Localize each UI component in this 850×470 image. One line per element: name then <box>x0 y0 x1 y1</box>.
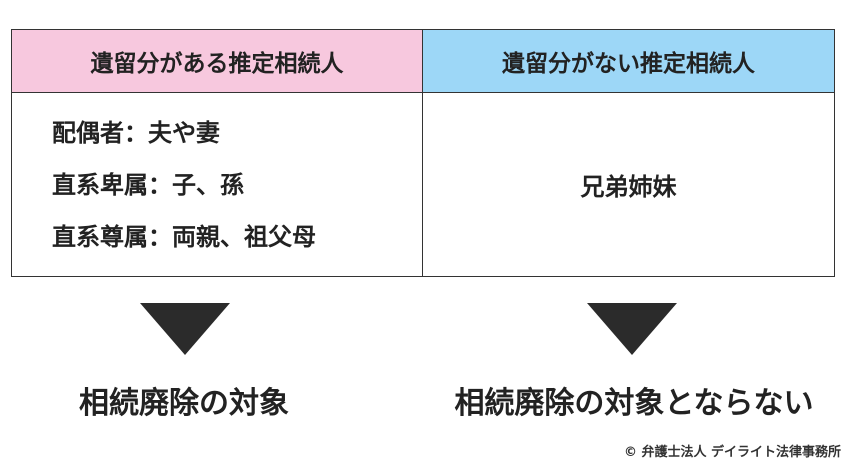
header-with-reserved-portion: 遺留分がある推定相続人 <box>12 30 423 93</box>
header-without-reserved-portion: 遺留分がない推定相続人 <box>423 30 834 93</box>
heir-spouse: 配偶者：夫や妻 <box>52 119 220 147</box>
heir-lineal-ascendants: 直系尊属：両親、祖父母 <box>52 223 316 251</box>
heir-comparison-table: 遺留分がある推定相続人 遺留分がない推定相続人 配偶者：夫や妻 直系卑属：子、孫… <box>11 29 835 277</box>
heirs-with-reserved-portion-list: 配偶者：夫や妻 直系卑属：子、孫 直系尊属：両親、祖父母 <box>12 93 423 276</box>
copyright-notice: © 弁護士法人 デイライト法律事務所 <box>623 445 841 460</box>
result-subject-to-disinheritance: 相続廃除の対象 <box>79 386 289 421</box>
down-arrow-icon-left <box>140 303 230 355</box>
down-arrow-icon-right <box>587 303 677 355</box>
result-not-subject-to-disinheritance: 相続廃除の対象とならない <box>454 386 814 421</box>
heir-siblings: 兄弟姉妹 <box>580 173 677 201</box>
heir-lineal-descendants: 直系卑属：子、孫 <box>52 171 244 199</box>
